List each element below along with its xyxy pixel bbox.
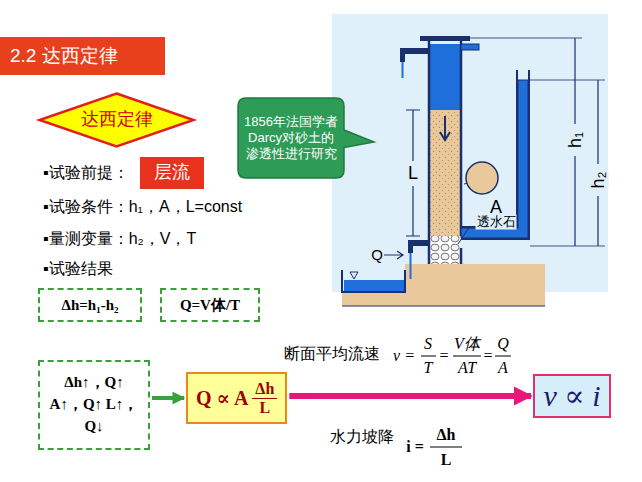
- formula-text: =: [439, 347, 450, 365]
- formula-text: =: [483, 347, 494, 365]
- part-label: 透水石: [476, 215, 517, 230]
- fraction: ΔhL: [252, 380, 277, 416]
- formula-text: v =: [393, 347, 415, 365]
- inlet-stream: [402, 62, 404, 78]
- decision-diamond: 达西定律: [38, 92, 195, 148]
- flow-arrow: [440, 116, 450, 140]
- diamond-shape: [40, 94, 194, 147]
- numerator: V体: [454, 335, 480, 353]
- denominator: A: [498, 359, 508, 377]
- dimension-label: L: [407, 163, 419, 184]
- ground-step: [405, 264, 545, 292]
- node-text: Δh=h₁-h₂: [62, 296, 119, 314]
- panel-background: [332, 14, 608, 292]
- porous-stone: [430, 236, 460, 264]
- numerator: S: [424, 335, 432, 353]
- l-dimension: [406, 110, 420, 236]
- connector-arrow: [289, 393, 531, 399]
- cross-section-circle: [466, 162, 498, 194]
- node-text: Δh↑，Q↑ A↑，Q↑ L↑， Q↓: [48, 372, 140, 437]
- fraction-bars: [421, 356, 511, 447]
- outlet-stream: [410, 253, 412, 279]
- bullet-text: ▪试验条件：h₁，A，L=const: [43, 198, 242, 216]
- slide-title: 2.2 达西定律: [0, 37, 165, 75]
- q-arrow: [384, 251, 403, 259]
- column-wall: [429, 40, 461, 264]
- denominator: L: [441, 451, 452, 469]
- column-lid: [420, 36, 470, 41]
- connector-arrow: [152, 396, 184, 400]
- condition-box: 层流: [140, 157, 204, 189]
- formula-label: 断面平均流速: [284, 345, 380, 363]
- node-text: 层流: [154, 162, 190, 184]
- level-lines: [470, 38, 605, 246]
- tank-water: [344, 280, 404, 291]
- callout-bubble: 1856年法国学者Darcy对砂土的渗透性进行研究: [238, 98, 344, 178]
- denominator: L: [256, 399, 273, 417]
- formula-text: i =: [406, 438, 424, 456]
- node-text: 达西定律: [81, 109, 153, 131]
- flow-label: Q: [371, 246, 383, 263]
- tank-wall: [342, 270, 405, 292]
- bullet-text: ▪试验结果: [43, 260, 113, 278]
- stone-leader: [458, 226, 470, 244]
- result-box: v ∝ i: [533, 374, 611, 418]
- h2-dimension: [597, 80, 598, 246]
- denominator: T: [424, 359, 433, 377]
- sand-sample: [430, 110, 460, 236]
- bullet-text: ▪量测变量：h₂，V，T: [43, 230, 196, 248]
- ground-line: [342, 306, 545, 307]
- water-level-symbol: [350, 272, 358, 279]
- result-box: Q=V体/T: [160, 288, 260, 322]
- trend-box: Δh↑，Q↑ A↑，Q↑ L↑， Q↓: [38, 360, 150, 450]
- node-text: v ∝ i: [544, 378, 601, 414]
- formula-text: Q ∝ A: [196, 386, 248, 410]
- overflow-pipe: [461, 44, 479, 50]
- numerator: Δh: [252, 380, 277, 399]
- formula-label: 水力坡降: [330, 428, 394, 446]
- denominator: AT: [458, 359, 476, 377]
- numerator: Δh: [437, 426, 456, 444]
- column-water: [430, 44, 460, 110]
- dimension-label: h₁: [565, 131, 586, 149]
- outlet-spout: [408, 240, 413, 253]
- node-text: 1856年法国学者Darcy对砂土的渗透性进行研究: [244, 114, 338, 163]
- inlet-spout: [400, 48, 405, 62]
- numerator: Q: [497, 335, 509, 353]
- node-text: Q=V体/T: [180, 296, 240, 314]
- piezometer-wall: [461, 70, 529, 239]
- proportion-box: Q ∝ AΔhL: [186, 372, 287, 424]
- bullet-text: ▪试验前提：: [43, 164, 129, 182]
- dimension-label: h₂: [588, 171, 609, 190]
- result-box: Δh=h₁-h₂: [38, 288, 142, 322]
- bubble-shape: [238, 98, 374, 178]
